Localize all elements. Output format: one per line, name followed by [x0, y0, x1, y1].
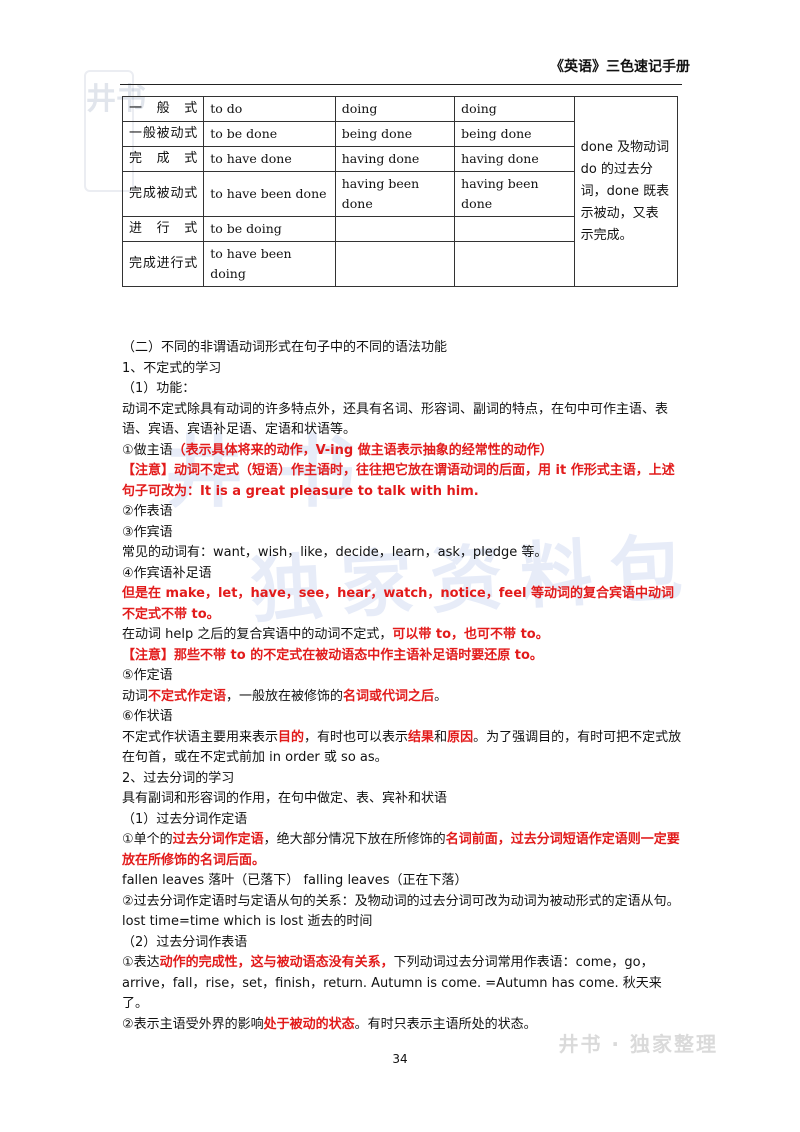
- header-rule: [120, 84, 682, 85]
- text: ，有时也可以表示: [304, 729, 409, 745]
- highlight-paragraph: 但是在 make，let，have，see，hear，watch，notice，…: [122, 586, 674, 622]
- subsection-heading: 1、不定式的学习: [122, 360, 222, 376]
- text: ，一般放在被修饰的: [226, 688, 344, 704]
- text: ②表示主语受外界的影响: [122, 1016, 264, 1032]
- table-cell-form: 完成被动式: [121, 171, 205, 217]
- paragraph: 常见的动词有：want，wish，like，decide，learn，ask，p…: [122, 545, 548, 560]
- paragraph: ②表示主语受外界的影响处于被动的状态。有时只表示主语所处的状态。: [122, 1015, 682, 1036]
- table-cell-form: 进行式: [121, 216, 205, 242]
- text: ①做主语: [122, 442, 173, 458]
- table-cell: to have been done: [203, 171, 336, 217]
- paragraph: ①做主语（表示具体将来的动作，V-ing 做主语表示抽象的经常性的动作）: [122, 441, 682, 462]
- table-row: 完成进行式 to have been doing: [121, 241, 678, 287]
- table-cell: [454, 241, 575, 287]
- highlight-text: 可以带 to，也可不带 to。: [392, 627, 549, 642]
- paragraph: 动词不定式作定语，一般放在被修饰的名词或代词之后。: [122, 687, 682, 708]
- text: ，绝大部分情况下放在所修饰的: [263, 832, 446, 847]
- highlight-text: 目的: [278, 729, 305, 745]
- table-cell: [334, 216, 456, 242]
- paragraph: 不定式作状语主要用来表示目的，有时也可以表示结果和原因。为了强调目的，有时可把不…: [122, 728, 682, 769]
- highlight-text: 原因: [447, 729, 474, 745]
- table-cell: having been done: [334, 171, 456, 217]
- highlight-text: 名词前面，过去分词短语作定语则一定要放在所修饰的名词后面。: [122, 832, 680, 868]
- highlight-text: （表示具体将来的动作，V-ing 做主语表示抽象的经常性的动作）: [172, 442, 553, 458]
- table-cell: doing: [454, 96, 575, 122]
- nonfinite-forms-table: 一般式 to do doing doing done 及物动词 do 的过去分词…: [121, 96, 679, 287]
- table-cell: [454, 216, 575, 242]
- item-heading: ④作宾语补足语: [122, 565, 212, 581]
- table-row: 完成式 to have done having done having done: [121, 146, 678, 172]
- table-cell: having been done: [454, 171, 575, 217]
- text: 在动词 help 之后的复合宾语中的动词不定式，: [122, 627, 393, 642]
- highlight-text: 处于被动的状态: [263, 1016, 355, 1032]
- item-heading: ⑤作定语: [122, 668, 173, 683]
- text: 和: [434, 729, 448, 745]
- text: 。: [434, 688, 448, 704]
- table-cell: [334, 241, 456, 287]
- table-cell: having done: [334, 146, 456, 172]
- text: 动词: [122, 688, 149, 704]
- text: ①单个的: [122, 832, 173, 847]
- text: 。为了强调目的，有时可把不定式放在句首，或在不定式前加 in order 或 s…: [122, 729, 682, 766]
- subsection-heading: 2、过去分词的学习: [122, 770, 235, 786]
- item-heading: （1）过去分词作定语: [122, 811, 248, 827]
- table-cell: to be doing: [203, 216, 336, 242]
- text: 不定式作状语主要用来表示: [122, 729, 279, 745]
- paragraph: 动词不定式除具有动词的许多特点外，还具有名词、形容词、副词的特点，在句中可作主语…: [122, 401, 669, 438]
- item-heading: ②作表语: [122, 504, 173, 519]
- table-cell-form: 完成式: [121, 146, 205, 172]
- table-cell: to do: [203, 96, 336, 122]
- paragraph: 在动词 help 之后的复合宾语中的动词不定式，可以带 to，也可不带 to。: [122, 625, 682, 646]
- text: 。有时只表示主语所处的状态。: [354, 1016, 537, 1032]
- page-number: 34: [392, 1052, 408, 1066]
- example-line: fallen leaves 落叶（已落下） falling leaves（正在下…: [122, 873, 468, 888]
- text: 下列动词过去分词常用作表语：come，go，arrive，fall，rise，s…: [122, 955, 662, 1011]
- page-header-title: 《英语》三色速记手册: [550, 59, 690, 75]
- note-paragraph: 【注意】那些不带 to 的不定式在被动语态中作主语补足语时要还原 to。: [122, 647, 543, 663]
- highlight-text: 不定式作定语: [148, 688, 227, 704]
- table-cell: to be done: [203, 121, 336, 147]
- table-note-cell: done 及物动词 do 的过去分词，done 既表示被动，又表示完成。: [573, 96, 679, 287]
- body-content: （二）不同的非谓语动词形式在句子中的不同的语法功能 1、不定式的学习 （1）功能…: [122, 338, 682, 1035]
- table-cell: being done: [334, 121, 456, 147]
- highlight-text: 结果: [408, 729, 435, 745]
- table-cell: doing: [334, 96, 456, 122]
- highlight-text: 名词或代词之后: [343, 688, 435, 704]
- table-cell: being done: [454, 121, 575, 147]
- table-cell-form: 完成进行式: [121, 241, 205, 287]
- table-cell-form: 一般式: [121, 96, 205, 122]
- item-heading: （1）功能：: [122, 381, 196, 396]
- paragraph: 具有副词和形容词的作用，在句中做定、表、宾补和状语: [122, 791, 448, 806]
- highlight-text: 过去分词作定语: [172, 832, 264, 847]
- table-row: 一般式 to do doing doing done 及物动词 do 的过去分词…: [121, 96, 679, 287]
- table-row: 完成被动式 to have been done having been done…: [121, 171, 678, 217]
- item-heading: ⑥作状语: [122, 709, 173, 724]
- note-paragraph: 【注意】动词不定式（短语）作主语时，往往把它放在谓语动词的后面，用 it 作形式…: [122, 463, 675, 499]
- table-cell: to have done: [203, 146, 336, 172]
- highlight-text: 动作的完成性，这与被动语态没有关系，: [159, 955, 394, 970]
- table-cell: having done: [454, 146, 575, 172]
- text: ①表达: [122, 955, 160, 970]
- item-heading: （2）过去分词作表语: [122, 934, 248, 950]
- table-cell-form: 一般被动式: [121, 121, 205, 147]
- table-cell: to have been doing: [203, 241, 336, 287]
- section-heading: （二）不同的非谓语动词形式在句子中的不同的语法功能: [122, 340, 448, 355]
- table-row: 进行式 to be doing: [121, 216, 678, 242]
- paragraph: ②过去分词作定语时与定语从句的关系：及物动词的过去分词可改为动词为被动形式的定语…: [122, 893, 680, 930]
- item-heading: ③作宾语: [122, 524, 173, 540]
- paragraph: ①单个的过去分词作定语，绝大部分情况下放在所修饰的名词前面，过去分词短语作定语则…: [122, 830, 682, 871]
- paragraph: ①表达动作的完成性，这与被动语态没有关系，下列动词过去分词常用作表语：come，…: [122, 953, 682, 1015]
